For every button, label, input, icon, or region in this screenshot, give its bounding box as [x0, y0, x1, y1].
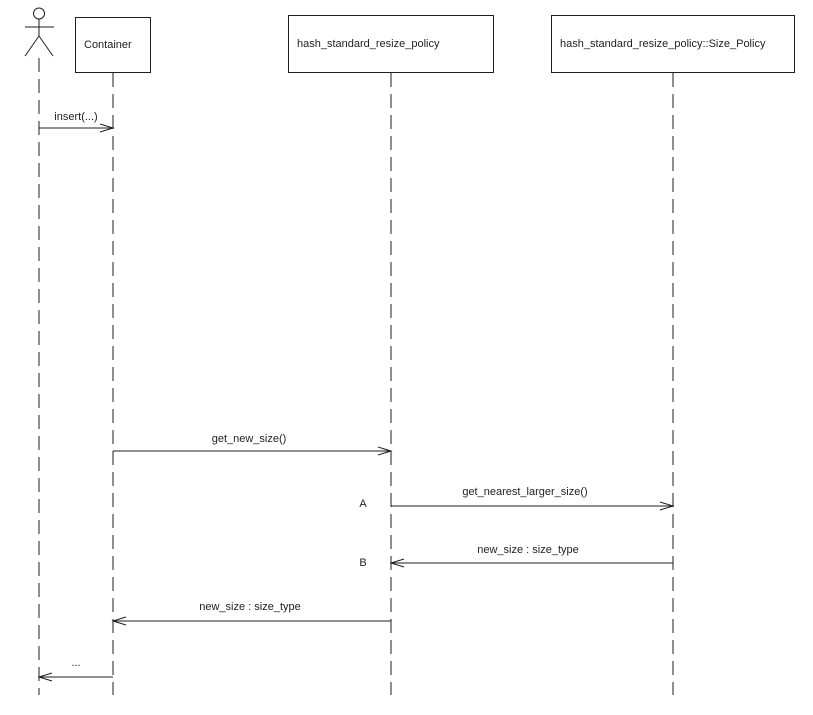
message-label: new_size : size_type [199, 601, 301, 613]
message-label: insert(...) [54, 111, 98, 123]
message-marker-b: B [359, 557, 367, 569]
message-arrow-get-nearest-larger-size [391, 501, 675, 511]
object-label: hash_standard_resize_policy [297, 38, 440, 50]
actor-icon [24, 7, 54, 57]
message-label: get_nearest_larger_size() [462, 486, 588, 498]
message-label: get_new_size() [211, 433, 287, 445]
message-arrow-return-new-size-b [389, 558, 673, 568]
object-label: hash_standard_resize_policy::Size_Policy [560, 38, 766, 50]
object-label: Container [84, 39, 132, 51]
message-arrow-insert [39, 123, 115, 133]
message-arrow-return-ellipsis [37, 672, 113, 682]
object-box-resize-policy: hash_standard_resize_policy [288, 15, 494, 73]
message-arrow-return-new-size [111, 616, 391, 626]
object-box-size-policy: hash_standard_resize_policy::Size_Policy [551, 15, 795, 73]
object-box-container: Container [75, 17, 151, 73]
message-label: ... [71, 657, 81, 669]
message-label: new_size : size_type [477, 544, 579, 556]
message-marker-a: A [359, 498, 367, 510]
message-arrow-get-new-size [113, 446, 393, 456]
